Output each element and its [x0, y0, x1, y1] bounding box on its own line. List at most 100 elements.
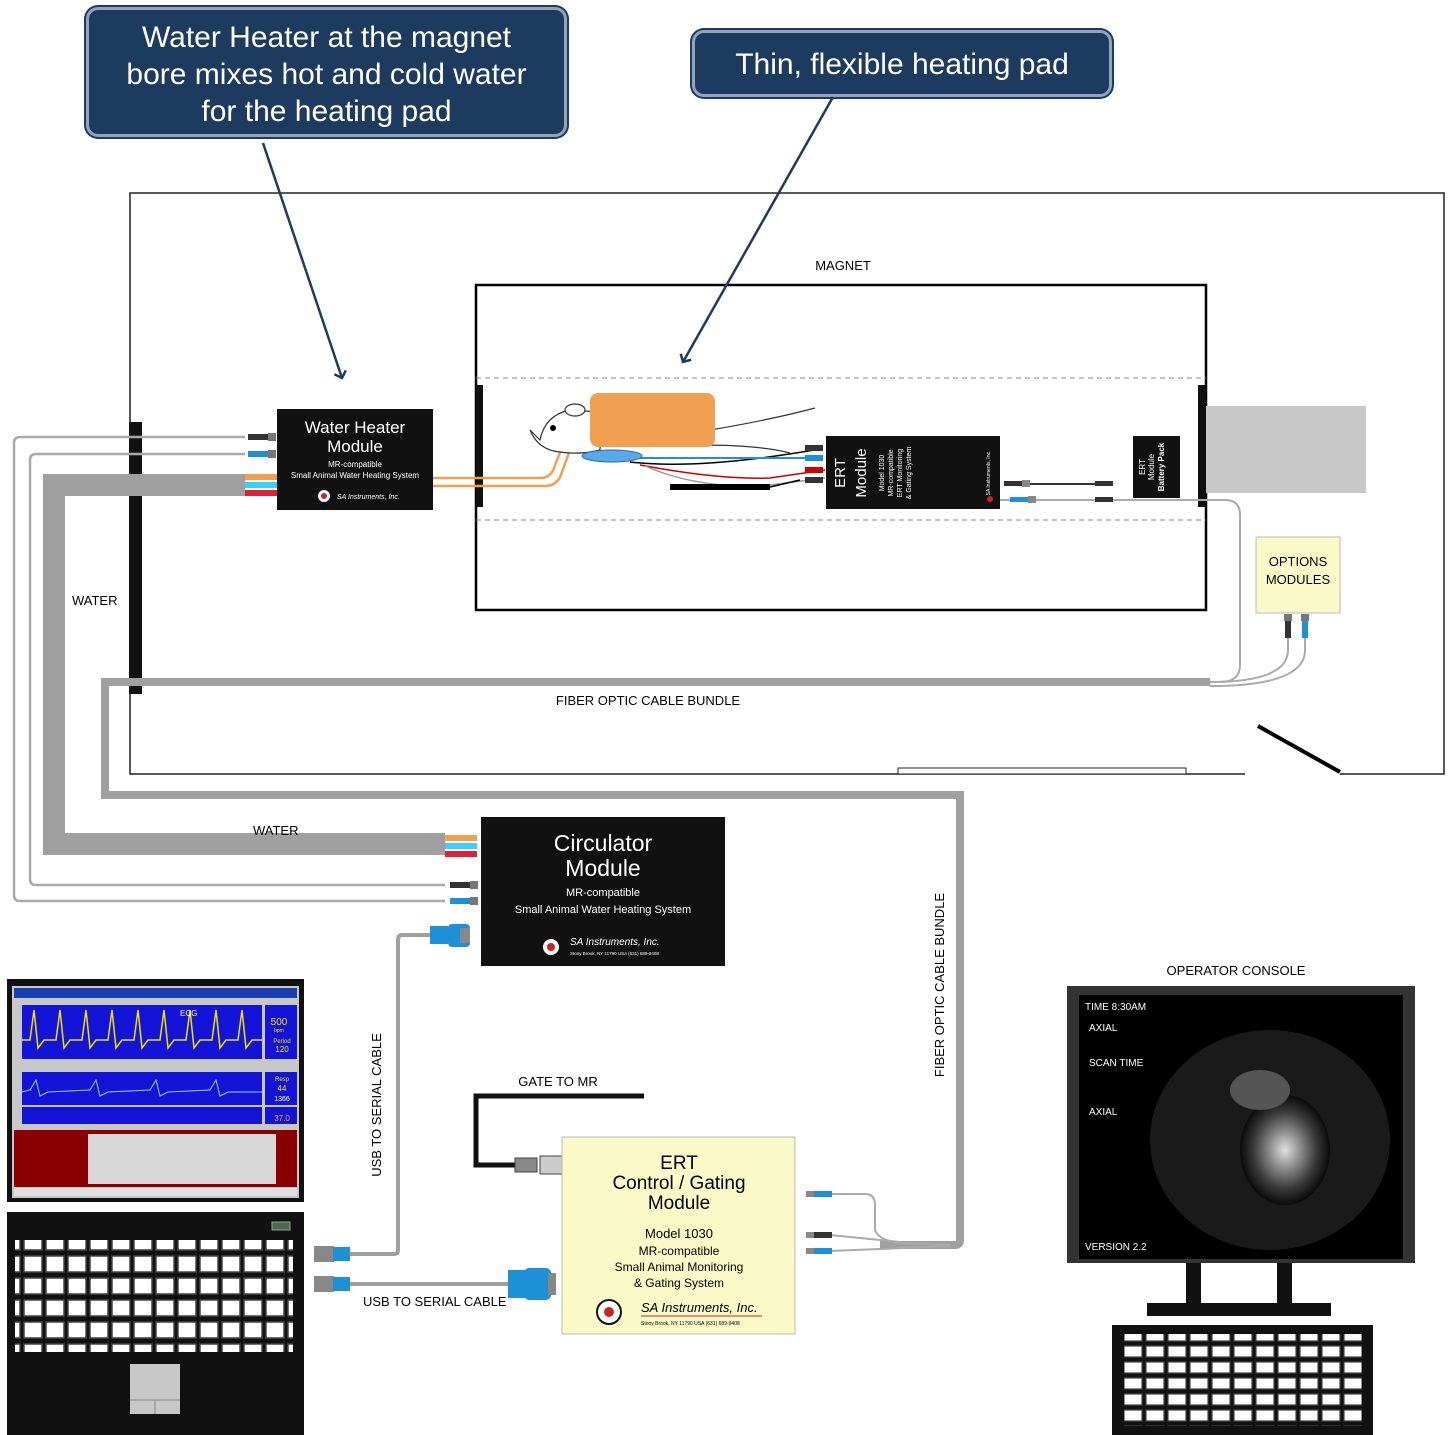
ecg-rate-value: 500: [271, 1017, 288, 1028]
gate-cable: [473, 1093, 644, 1168]
resp-readout: [265, 1072, 297, 1105]
temp-panel: [22, 1107, 262, 1124]
gate-label: GATE TO MR: [518, 1074, 597, 1089]
console-keys: [1124, 1334, 1362, 1426]
callout-arrow-heater: [261, 142, 347, 380]
ert-module-title-2: Module: [853, 448, 870, 497]
circulator-sub-1: MR-compatible: [566, 887, 640, 899]
operator-console-label: OPERATOR CONSOLE: [1167, 963, 1306, 978]
console-axial-2: AXIAL: [1089, 1107, 1118, 1118]
fiber-bundle-label-vertical: FIBER OPTIC CABLE BUNDLE: [932, 893, 947, 1078]
water-heater-title-2: Module: [327, 437, 383, 456]
heating-pad: [590, 393, 715, 447]
ert-control-title-1: ERT: [660, 1153, 698, 1174]
bnc-connector: [514, 1155, 563, 1175]
ecg-rate-unit: bpm: [274, 1028, 284, 1034]
console-axial-1: AXIAL: [1089, 1023, 1118, 1034]
water-label-bottom: WATER: [253, 823, 299, 838]
mouse-icon: [529, 403, 816, 454]
operator-console: TIME 8:30AM AXIAL SCAN TIME AXIAL VERSIO…: [1067, 986, 1415, 1435]
circulator-connectors: [445, 835, 478, 905]
bore-flange-right: [1198, 385, 1206, 507]
water-heater-title-1: Water Heater: [305, 418, 406, 437]
ert-module-title: ERT: [832, 458, 849, 488]
water-heater-module: Water Heater Module MR-compatible Small …: [277, 409, 433, 510]
ert-control-title-3: Module: [648, 1193, 710, 1214]
fiber-to-battery: [1000, 499, 1241, 683]
circulator-title-2: Module: [565, 855, 640, 881]
bore-flange-left: [476, 385, 483, 507]
usb-cable-vertical: [350, 933, 432, 1256]
air-tube-inner: [28, 452, 445, 887]
callout-heating-pad: Thin, flexible heating pad: [692, 30, 1112, 97]
ecg-lead-bar: [670, 484, 770, 490]
resp-pillow: [581, 449, 643, 463]
ert-module-sub-4: & Gating System: [906, 447, 913, 500]
resp-trace: [21, 1078, 262, 1097]
ert-module-sub-2: MR-compatible: [888, 449, 895, 496]
ert-control-title-2: Control / Gating: [612, 1173, 745, 1194]
water-hose: [43, 474, 445, 855]
ert-sa-logo-icon: [987, 496, 993, 502]
resp-value-2: 1366: [274, 1096, 290, 1103]
callout-arrow-pad: [679, 96, 835, 364]
options-connectors: [1284, 614, 1309, 638]
status-dialog: [88, 1134, 276, 1184]
battery-pack: ERT Module Battery Pack: [1133, 436, 1180, 498]
ecg-panel: [22, 1005, 262, 1059]
fiber-optic-bundle: [101, 678, 1210, 1249]
resp-value: 44: [278, 1084, 287, 1093]
ert-control-sub-3: Small Animal Monitoring: [615, 1260, 744, 1274]
options-label-1: OPTIONS: [1269, 554, 1328, 569]
ert-control-module: ERT Control / Gating Module Model 1030 M…: [561, 1136, 796, 1335]
laptop: ECG 500 bpm Period 120 Resp 44 1366 37.0: [7, 979, 304, 1435]
circulator-sub-2: Small Animal Water Heating System: [515, 904, 691, 916]
db9-connector-circulator: [430, 924, 470, 947]
circulator-brand: SA Instruments, Inc.: [570, 937, 660, 948]
monitor-stand-left: [1186, 1263, 1201, 1315]
magnet-room-outline: [129, 192, 1445, 775]
battery-line-1: ERT: [1138, 459, 1147, 475]
battery-line-2: Module: [1147, 453, 1156, 480]
ecg-trace: [22, 1009, 262, 1050]
temp-value: 37.0: [274, 1114, 290, 1123]
ert-control-sub-1: Model 1030: [645, 1226, 713, 1241]
ert-control-brand: SA Instruments, Inc.: [641, 1300, 758, 1315]
console-time: TIME 8:30AM: [1085, 1002, 1146, 1013]
ert-control-sub-2: MR-compatible: [639, 1244, 720, 1258]
db9-connector-ert: [508, 1268, 556, 1300]
ert-module: ERT Module Model 1030 MR-compatible ERT …: [826, 436, 1000, 509]
usb-label-vertical: USB TO SERIAL CABLE: [369, 1033, 384, 1177]
temp-readout: [265, 1107, 297, 1124]
control-fiber-connectors: [806, 1191, 832, 1254]
control-fibers: [829, 1193, 951, 1252]
period-value: 120: [275, 1045, 289, 1054]
ert-fiber-connectors: [1004, 480, 1113, 503]
callout-water-heater-line-2: bore mixes hot and cold water: [126, 58, 527, 91]
patient-table: [1206, 406, 1366, 493]
water-heater-sub-1: MR-compatible: [328, 460, 382, 469]
usb-label-horizontal: USB TO SERIAL CABLE: [363, 1294, 507, 1309]
ert-input-connectors: [805, 445, 823, 483]
circulator-module: Circulator Module MR-compatible Small An…: [481, 817, 725, 966]
fiber-to-options-1: [1209, 635, 1289, 683]
ecg-readout: [265, 1005, 297, 1059]
console-version: VERSION 2.2: [1085, 1242, 1147, 1253]
water-heater-brand: SA Instruments, Inc.: [337, 494, 400, 501]
circulator-address: Stony Brook, NY 11790 USA (631) 689-9408: [570, 951, 659, 956]
usb-plugs: [314, 1246, 350, 1292]
console-scan-time: SCAN TIME: [1089, 1058, 1144, 1069]
ert-module-sub-3: ERT Monitoring: [897, 449, 904, 497]
monitor-stand-right: [1277, 1263, 1292, 1315]
laptop-keyboard: [15, 1240, 293, 1352]
water-label-left: WATER: [72, 593, 118, 608]
ert-control-address: Stony Brook, NY 11790 USA (631) 689-9408: [641, 1321, 740, 1327]
callout-water-heater-line-3: for the heating pad: [201, 95, 452, 128]
ecg-lead-black: [629, 448, 821, 465]
ecg-lead-red: [639, 464, 826, 479]
options-label-2: MODULES: [1266, 572, 1331, 587]
options-modules-box: [1255, 536, 1341, 614]
circulator-title-1: Circulator: [554, 830, 653, 856]
resp-panel: [22, 1072, 262, 1105]
